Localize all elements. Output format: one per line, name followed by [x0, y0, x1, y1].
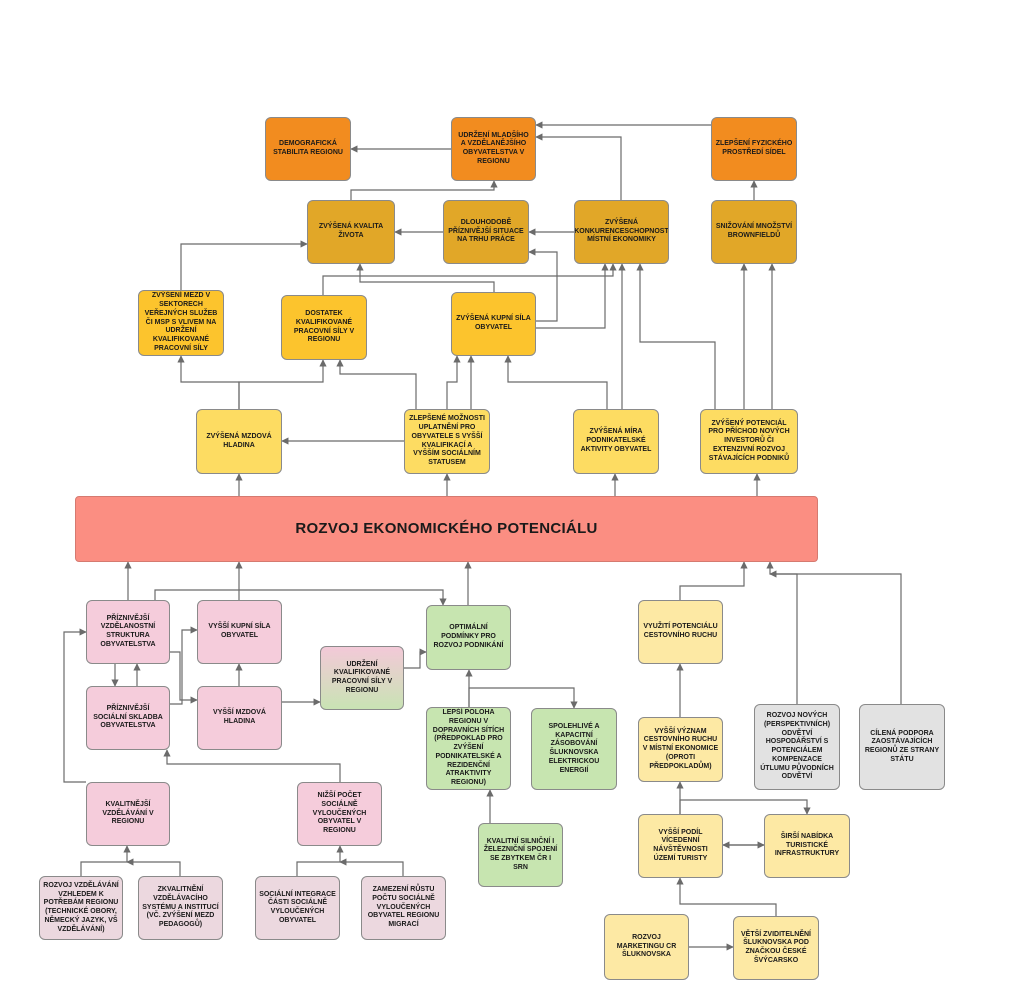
- node-spojeni: KVALITNÍ SILNIČNÍ I ŽELEZNIČNÍ SPOJENÍ S…: [478, 823, 563, 887]
- arrow: [238, 359, 327, 409]
- node-zkvalitneni: ZKVALITNĚNÍ VZDĚLÁVACÍHO SYSTÉMU A INSTI…: [138, 876, 223, 940]
- arrow: [535, 133, 622, 200]
- arrow: [446, 355, 461, 409]
- node-demograficka: DEMOGRAFICKÁ STABILITA REGIONU: [265, 117, 351, 181]
- arrow: [177, 355, 240, 409]
- node-mzdova-hladina: ZVÝŠENÁ MZDOVÁ HLADINA: [196, 409, 282, 474]
- node-integrace: SOCIÁLNÍ INTEGRACE ČÁSTI SOCIÁLNĚ VYLOUČ…: [255, 876, 340, 940]
- arrow: [80, 845, 131, 876]
- node-zlepseni-prostredi: ZLEPŠENÍ FYZICKÉHO PROSTŘEDÍ SÍDEL: [711, 117, 797, 181]
- node-podnikatelska: ZVÝŠENÁ MÍRA PODNIKATELSKÉ AKTIVITY OBYV…: [573, 409, 659, 474]
- node-konkurenceschopnost: ZVÝŠENÁ KONKURENCESCHOPNOST MÍSTNÍ EKONO…: [574, 200, 669, 264]
- arrow: [154, 589, 447, 606]
- node-marketing: ROZVOJ MARKETINGU CR ŠLUKNOVSKA: [604, 914, 689, 980]
- arrow: [679, 561, 748, 600]
- node-udrzeni-kvalif: UDRŽENÍ KVALIFIKOVANÉ PRACOVNÍ SÍLY V RE…: [320, 646, 404, 710]
- arrow: [766, 561, 798, 704]
- main-title-bar: ROZVOJ EKONOMICKÉHO POTENCIÁLU: [75, 496, 818, 562]
- node-moznosti: ZLEPŠENÉ MOŽNOSTI UPLATNĚNÍ PRO OBYVATEL…: [404, 409, 490, 474]
- arrow: [350, 180, 498, 200]
- node-investori: ZVÝŠENÝ POTENCIÁL PRO PŘÍCHOD NOVÝCH INV…: [700, 409, 798, 474]
- node-kvalita-zivota: ZVÝŠENÁ KVALITA ŽIVOTA: [307, 200, 395, 264]
- arrow: [339, 858, 404, 876]
- page-title: ROZVOJ EKONOMICKÉHO POTENCIÁLU: [295, 519, 598, 537]
- node-socialni-skladba: PŘÍZNIVĚJŠÍ SOCIÁLNÍ SKLADBA OBYVATELSTV…: [86, 686, 170, 750]
- arrow: [163, 749, 341, 782]
- arrow: [180, 240, 308, 290]
- node-sirsi-nabidka: ŠIRŠÍ NABÍDKA TURISTICKÉ INFRASTRUKTURY: [764, 814, 850, 878]
- node-zamezeni: ZAMEZENÍ RŮSTU POČTU SOCIÁLNĚ VYLOUČENÝC…: [361, 876, 446, 940]
- node-nizsi-pocet: NIŽŠÍ POČET SOCIÁLNĚ VYLOUČENÝCH OBYVATE…: [297, 782, 382, 846]
- arrow: [322, 263, 617, 295]
- arrow: [536, 263, 609, 329]
- node-optimalni: OPTIMÁLNÍ PODMÍNKY PRO ROZVOJ PODNIKÁNÍ: [426, 605, 511, 670]
- node-brownfieldy: SNIŽOVÁNÍ MNOŽSTVÍ BROWNFIELDŮ: [711, 200, 797, 264]
- arrow: [676, 877, 777, 916]
- arrow: [170, 626, 198, 705]
- arrow: [679, 799, 811, 815]
- node-zviditelneni: VĚTŠÍ ZVIDITELNĚNÍ ŠLUKNOVSKA POD ZNAČKO…: [733, 916, 819, 980]
- arrow: [404, 648, 427, 669]
- node-kupni-sila: ZVÝŠENÁ KUPNÍ SÍLA OBYVATEL: [451, 292, 536, 356]
- node-odvetvi: ROZVOJ NOVÝCH (PERSPEKTIVNÍCH) ODVĚTVÍ H…: [754, 704, 840, 790]
- node-vicedenni: VYŠŠÍ PODÍL VÍCEDENNÍ NÁVŠTĚVNOSTI ÚZEMÍ…: [638, 814, 723, 878]
- node-dostatek: DOSTATEK KVALIFIKOVANÉ PRACOVNÍ SÍLY V R…: [281, 295, 367, 360]
- arrow: [528, 248, 558, 322]
- node-rozvoj-vzdelavani: ROZVOJ VZDĚLÁVÁNÍ VZHLEDEM K POTŘEBÁM RE…: [39, 876, 123, 940]
- node-dlouhodobe: DLOUHODOBĚ PŘÍZNIVĚJŠÍ SITUACE NA TRHU P…: [443, 200, 529, 264]
- node-podpora: CÍLENÁ PODPORA ZAOSTÁVAJÍCÍCH REGIONŮ ZE…: [859, 704, 945, 790]
- arrow: [468, 687, 578, 709]
- node-vzdelanostni: PŘÍZNIVĚJŠÍ VZDĚLANOSTNÍ STRUKTURA OBYVA…: [86, 600, 170, 664]
- arrow: [356, 263, 495, 292]
- node-kvalitnejsi: KVALITNĚJŠÍ VZDĚLÁVÁNÍ V REGIONU: [86, 782, 170, 846]
- arrow: [170, 651, 198, 704]
- arrow: [296, 845, 344, 876]
- node-spolehlive: SPOLEHLIVÉ A KAPACITNÍ ZÁSOBOVÁNÍ ŠLUKNO…: [531, 708, 617, 790]
- node-vyssi-kupni: VYŠŠÍ KUPNÍ SÍLA OBYVATEL: [197, 600, 282, 664]
- arrow: [504, 355, 608, 409]
- node-udrzeni-mladsiho: UDRŽENÍ MLADŠÍHO A VZDĚLANĚJŠÍHO OBYVATE…: [451, 117, 536, 181]
- node-vyssi-vyznam: VYŠŠÍ VÝZNAM CESTOVNÍHO RUCHU V MÍSTNÍ E…: [638, 717, 723, 782]
- node-lepsi-poloha: LEPŠÍ POLOHA REGIONU V DOPRAVNÍCH SÍTÍCH…: [426, 707, 511, 790]
- arrow: [126, 858, 181, 876]
- arrow: [336, 359, 417, 409]
- node-vyssi-mzdova: VYŠŠÍ MZDOVÁ HLADINA: [197, 686, 282, 750]
- node-cestovni-ruch: VYUŽITÍ POTENCIÁLU CESTOVNÍHO RUCHU: [638, 600, 723, 664]
- node-mzdy-sektor: ZVÝŠENÍ MEZD V SEKTORECH VEŘEJNÝCH SLUŽE…: [138, 290, 224, 356]
- arrow: [63, 628, 87, 783]
- arrow: [636, 263, 716, 409]
- arrow: [769, 570, 902, 704]
